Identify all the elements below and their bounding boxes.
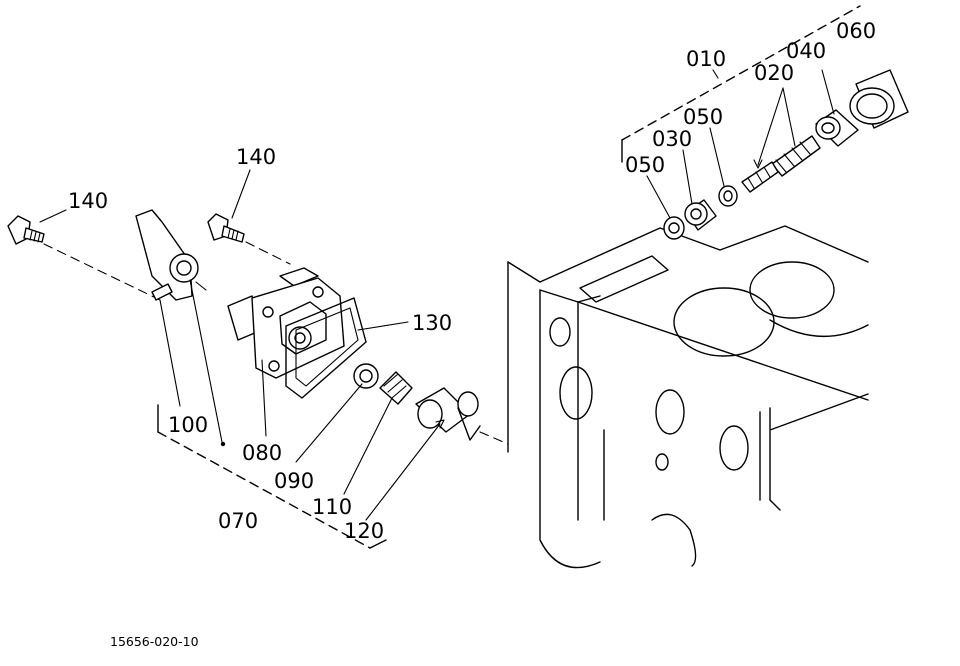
callout-130: 130 — [412, 311, 452, 335]
part-140-bolt-upper — [207, 213, 245, 243]
group-bracket-010 — [621, 5, 861, 163]
centerline-left-bolt — [43, 243, 161, 301]
part-040-nut — [815, 109, 859, 147]
engine-cylinder-block — [507, 225, 869, 569]
callout-110: 110 — [312, 495, 352, 519]
leader-130 — [357, 321, 409, 331]
part-140-bolt-left — [7, 215, 45, 245]
callout-120: 120 — [344, 519, 384, 543]
part-090-washer — [353, 363, 379, 389]
callout-010: 010 — [686, 47, 726, 71]
part-100-lever — [135, 209, 207, 301]
callout-080: 080 — [242, 441, 282, 465]
part-050-washer-upper — [718, 185, 738, 207]
callout-020: 020 — [754, 61, 794, 85]
part-060-sleeve — [849, 69, 909, 129]
leader-010 — [712, 69, 719, 79]
callout-140-upper: 140 — [236, 145, 276, 169]
centerline-lower — [479, 431, 509, 445]
drawing-number: 15656-020-10 — [110, 634, 199, 649]
part-120-plug — [415, 387, 481, 441]
callout-060: 060 — [836, 19, 876, 43]
callout-140-left: 140 — [68, 189, 108, 213]
callout-030: 030 — [652, 127, 692, 151]
upper-right-leaders — [646, 69, 835, 219]
part-110-spring — [379, 371, 413, 405]
part-080-governor-cover — [227, 267, 345, 379]
callout-050-upper: 050 — [683, 105, 723, 129]
callout-050-lower: 050 — [625, 153, 665, 177]
centerline-upper-bolt — [245, 241, 291, 265]
callout-labels: 010 020 040 060 050 030 050 140 140 130 … — [68, 19, 876, 543]
group-bracket-070 — [157, 404, 387, 549]
callout-100: 100 — [168, 413, 208, 437]
callout-090: 090 — [274, 469, 314, 493]
part-030-nut — [684, 199, 717, 231]
part-130-gasket — [285, 297, 367, 399]
left-leaders — [39, 169, 445, 521]
callout-040: 040 — [786, 39, 826, 63]
callout-070: 070 — [218, 509, 258, 533]
part-050-washer-lower — [663, 216, 685, 240]
part-020-adjusting-screw — [741, 135, 821, 193]
